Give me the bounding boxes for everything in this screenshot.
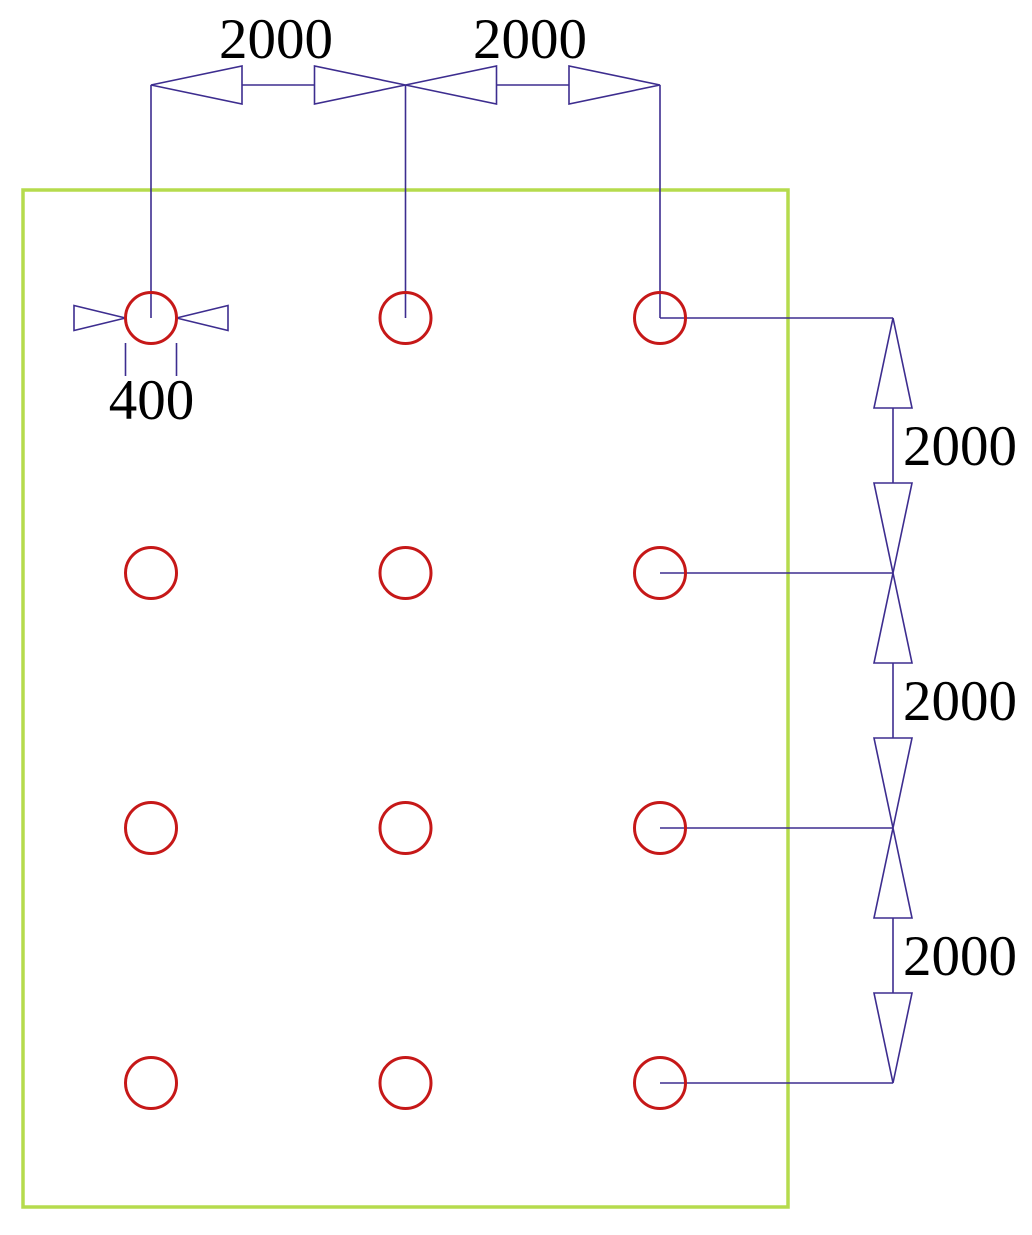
arrowhead-up-icon	[873, 572, 913, 664]
pile-circle	[124, 546, 178, 600]
dimension-label: 2000	[903, 415, 1017, 478]
arrowhead-up-icon	[873, 317, 913, 409]
pile-circle	[378, 546, 433, 600]
arrowhead-right-icon	[73, 304, 126, 332]
top-dimension: 2000 2000	[150, 8, 661, 318]
dimension-label: 400	[109, 369, 195, 432]
pile-circle	[124, 1056, 178, 1110]
arrowhead-left-icon	[405, 65, 498, 105]
arrowhead-down-icon	[873, 482, 913, 574]
pile-circle	[633, 801, 687, 855]
pile-circle	[378, 291, 433, 345]
arrowhead-right-icon	[313, 65, 406, 105]
pile-circle	[378, 1056, 433, 1110]
arrowhead-down-icon	[873, 992, 913, 1084]
right-dimension: 2000 2000 2000	[660, 317, 1017, 1084]
pile-circle	[633, 546, 687, 600]
arrowhead-up-icon	[873, 827, 913, 919]
pile-circle	[124, 291, 178, 345]
pile-grid	[124, 291, 687, 1110]
pile-circle	[124, 801, 178, 855]
pile-circle	[633, 1056, 687, 1110]
dimension-label: 2000	[903, 670, 1017, 733]
pile-circle	[378, 801, 433, 855]
diameter-dimension: 400	[73, 304, 229, 432]
arrowhead-down-icon	[873, 737, 913, 829]
dimension-label: 2000	[219, 8, 333, 71]
pile-circle	[633, 291, 687, 345]
arrowhead-left-icon	[150, 65, 243, 105]
arrowhead-right-icon	[568, 65, 661, 105]
arrowhead-left-icon	[176, 304, 229, 332]
dimension-label: 2000	[903, 925, 1017, 988]
dimension-label: 2000	[473, 8, 587, 71]
